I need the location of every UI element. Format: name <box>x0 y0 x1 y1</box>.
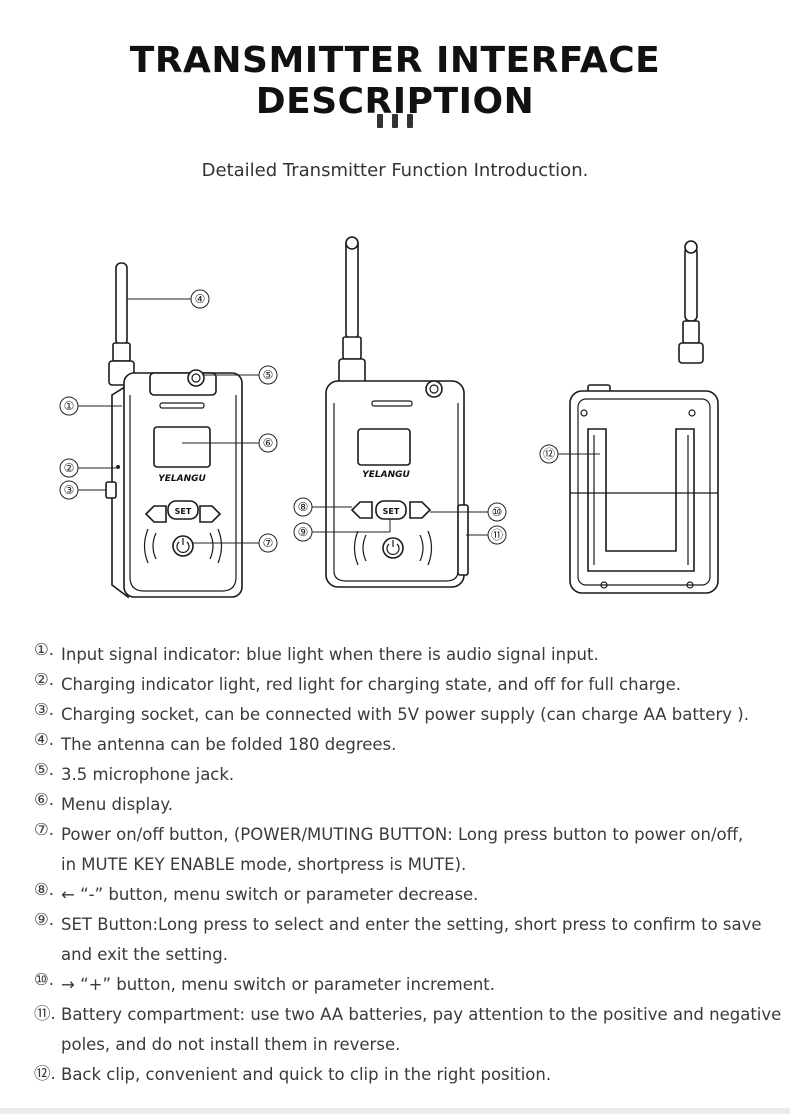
svg-text:③: ③ <box>64 483 75 497</box>
svg-text:SET: SET <box>175 507 192 516</box>
description-line: Menu display. <box>61 795 174 814</box>
description-line: ← “-” button, menu switch or parameter d… <box>61 885 479 904</box>
description-item: ⑪. Battery compartment: use two AA batter… <box>34 1000 781 1060</box>
svg-text:④: ④ <box>195 292 206 306</box>
description-line: 3.5 microphone jack. <box>61 765 235 784</box>
svg-text:①: ① <box>64 399 75 413</box>
set-button <box>167 500 199 520</box>
description-text: Back clip, convenient and quick to clip … <box>61 1060 764 1090</box>
svg-text:⑫: ⑫ <box>543 447 555 461</box>
svg-text:YELANGU: YELANGU <box>362 470 410 480</box>
description-item: ⑥. Menu display. <box>34 790 764 820</box>
transmitter-illustration: .dev { fill: #ffffff; stroke: #1a1a1a; s… <box>59 236 719 599</box>
description-number: ⑦. <box>34 820 55 839</box>
description-text: Menu display. <box>61 790 764 820</box>
description-line: poles, and do not install them in revers… <box>61 1035 401 1054</box>
description-line: Charging socket, can be connected with 5… <box>61 705 749 724</box>
description-number: ⑤. <box>34 760 55 779</box>
feature-description-list: ①. Input signal indicator: blue light whe… <box>34 640 781 1090</box>
callouts-right: ⑫ <box>539 444 600 464</box>
back-clip <box>587 428 695 572</box>
description-item: ⑦. Power on/off button, (POWER/MUTING BUT… <box>34 820 764 880</box>
minus-button <box>144 505 167 523</box>
callouts-left: ④ ⑤ ① ⑥ ② ③ ⑦ <box>59 289 278 553</box>
description-text: → “+” button, menu switch or parameter i… <box>61 970 764 1000</box>
description-number: ⑥. <box>34 790 55 809</box>
antenna <box>115 262 128 346</box>
charge-led <box>116 465 120 469</box>
description-line: The antenna can be folded 180 degrees. <box>61 735 397 754</box>
brand-label: YELANGU <box>158 474 206 484</box>
page-subtitle: Detailed Transmitter Function Introducti… <box>201 160 589 181</box>
description-line: Input signal indicator: blue light when … <box>61 645 599 664</box>
description-line: SET Button:Long press to select and ente… <box>61 915 762 934</box>
description-line: in MUTE KEY ENABLE mode, shortpress is M… <box>61 855 467 874</box>
description-text: Charging socket, can be connected with 5… <box>61 700 764 730</box>
plus-button <box>199 505 222 523</box>
mic-jack <box>187 369 205 387</box>
svg-text:②: ② <box>64 461 75 475</box>
description-number: ⑩. <box>34 970 55 989</box>
description-text: 3.5 microphone jack. <box>61 760 764 790</box>
description-number: ②. <box>34 670 55 689</box>
description-text: SET Button:Long press to select and ente… <box>61 910 764 970</box>
description-number: ③. <box>34 700 55 719</box>
description-item: ②. Charging indicator light, red light fo… <box>34 670 764 700</box>
description-item: ①. Input signal indicator: blue light whe… <box>34 640 764 670</box>
svg-text:⑥: ⑥ <box>263 436 274 450</box>
description-item: ⑤. 3.5 microphone jack. <box>34 760 764 790</box>
menu-display <box>153 426 211 468</box>
svg-text:⑪: ⑪ <box>491 528 503 542</box>
svg-text:⑩: ⑩ <box>492 505 503 519</box>
description-text: Charging indicator light, red light for … <box>61 670 764 700</box>
description-item: ⑨. SET Button:Long press to select and en… <box>34 910 764 970</box>
description-number: ⑨. <box>34 910 55 929</box>
description-line: Power on/off button, (POWER/MUTING BUTTO… <box>61 825 744 844</box>
description-line: Battery compartment: use two AA batterie… <box>61 1005 782 1024</box>
description-text: ← “-” button, menu switch or parameter d… <box>61 880 764 910</box>
battery-compartment <box>457 504 469 576</box>
description-number: ⑪. <box>34 1004 56 1023</box>
power-button <box>172 535 194 557</box>
description-number: ①. <box>34 640 55 659</box>
description-line: → “+” button, menu switch or parameter i… <box>61 975 496 994</box>
description-line: and exit the setting. <box>61 945 228 964</box>
description-number: ⑫. <box>34 1064 56 1083</box>
description-item: ⑫. Back clip, convenient and quick to cli… <box>34 1060 764 1090</box>
transmitter-front-view: YELANGU SET <box>325 236 469 588</box>
description-text: Battery compartment: use two AA batterie… <box>61 1000 781 1060</box>
description-number: ④. <box>34 730 55 749</box>
description-text: Power on/off button, (POWER/MUTING BUTTO… <box>61 820 764 880</box>
description-line: Charging indicator light, red light for … <box>61 675 682 694</box>
svg-text:⑨: ⑨ <box>298 525 309 539</box>
transmitter-diagram: .dev { fill: #ffffff; stroke: #1a1a1a; s… <box>0 225 790 625</box>
description-item: ⑩. → “+” button, menu switch or parameter… <box>34 970 764 1000</box>
decorative-bars <box>375 114 415 128</box>
svg-text:⑧: ⑧ <box>298 500 309 514</box>
transmitter-back-view <box>569 240 719 594</box>
svg-text:⑤: ⑤ <box>263 368 274 382</box>
description-item: ⑧. ← “-” button, menu switch or parameter… <box>34 880 764 910</box>
device-body <box>123 372 243 598</box>
description-line: Back clip, convenient and quick to clip … <box>61 1065 552 1084</box>
description-item: ③. Charging socket, can be connected with… <box>34 700 764 730</box>
description-text: The antenna can be folded 180 degrees. <box>61 730 764 760</box>
page-title: TRANSMITTER INTERFACE DESCRIPTION <box>129 40 661 122</box>
charging-socket <box>105 481 117 499</box>
bottom-divider <box>0 1108 790 1114</box>
callouts-middle: ⑧ ⑨ ⑩ ⑪ <box>293 497 507 545</box>
svg-text:⑦: ⑦ <box>263 536 274 550</box>
description-number: ⑧. <box>34 880 55 899</box>
description-text: Input signal indicator: blue light when … <box>61 640 764 670</box>
svg-text:SET: SET <box>383 507 400 516</box>
transmitter-left-view: YELANGU SET <box>105 262 243 599</box>
description-item: ④. The antenna can be folded 180 degrees. <box>34 730 764 760</box>
